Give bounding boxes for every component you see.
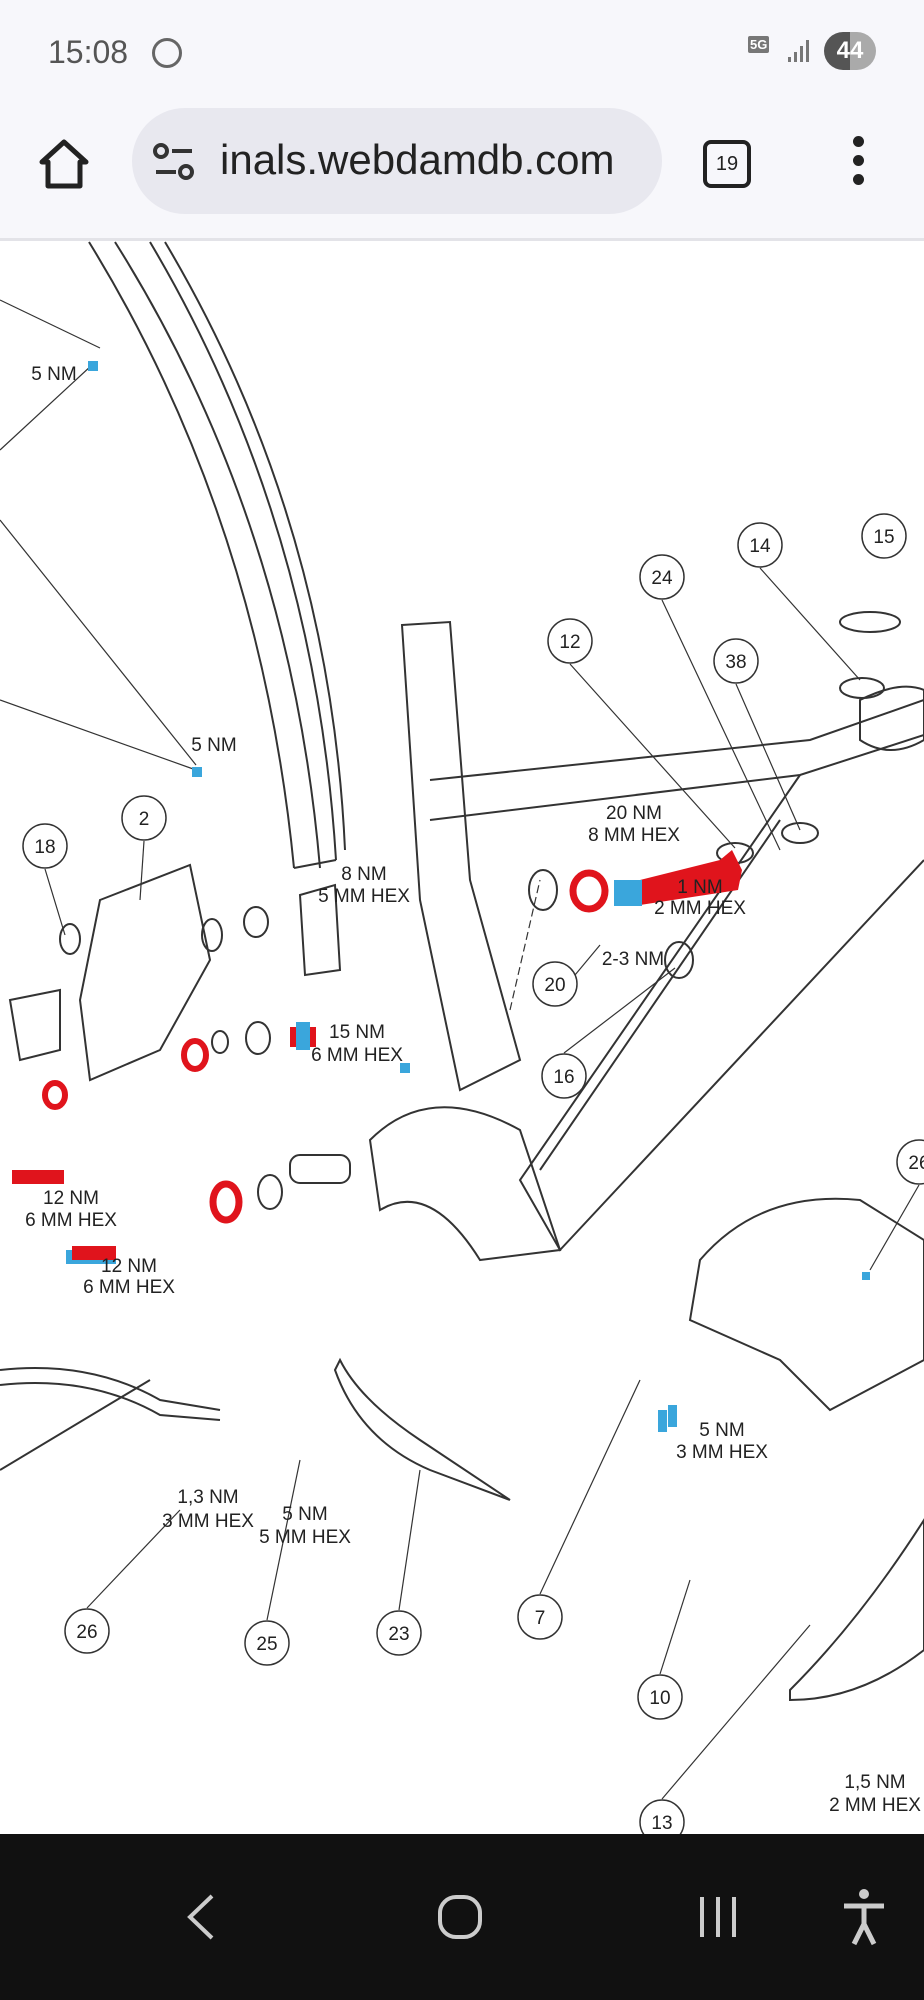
torque-label: 8 NM — [341, 864, 386, 885]
lower-cover — [789, 1518, 924, 1702]
torque-label: 1 NM — [677, 877, 722, 898]
torque-label: 1,3 NM — [177, 1487, 238, 1508]
recent-apps-button[interactable] — [678, 1882, 758, 1952]
chain-guard — [333, 1357, 511, 1501]
torque-label: 1,5 NM — [844, 1772, 905, 1793]
torque-label: 2 MM HEX — [654, 898, 746, 919]
callout-number: 23 — [388, 1624, 409, 1645]
browser-toolbar: inals.webdamdb.com 19 — [0, 100, 924, 241]
callout-number: 20 — [544, 975, 565, 996]
torque-label: 6 MM HEX — [83, 1277, 175, 1298]
home-button[interactable] — [36, 136, 92, 192]
callout-number: 12 — [559, 632, 580, 653]
address-bar[interactable]: inals.webdamdb.com — [132, 108, 662, 214]
tab-switcher-button[interactable]: 19 — [703, 140, 751, 188]
battery-indicator: 44 — [824, 32, 876, 70]
torque-label: 5 MM HEX — [259, 1527, 351, 1548]
torque-label: 3 MM HEX — [162, 1511, 254, 1532]
callout-number: 25 — [256, 1634, 277, 1655]
network-type-icon: 5G — [748, 36, 770, 53]
callout-number: 16 — [553, 1067, 574, 1088]
torque-label: 12 NM — [43, 1188, 99, 1209]
bike-frame-exploded-diagram: 5 NM 5 NM 8 NM 5 MM HEX 15 NM 6 MM HEX 1… — [0, 241, 924, 1845]
torque-label: 8 MM HEX — [588, 825, 680, 846]
callout-number: 7 — [535, 1608, 546, 1629]
torque-label: 3 MM HEX — [676, 1442, 768, 1463]
exploded-diagram-view[interactable]: 5 NM 5 NM 8 NM 5 MM HEX 15 NM 6 MM HEX 1… — [0, 241, 924, 1845]
back-button[interactable] — [162, 1882, 242, 1952]
red-washer — [569, 869, 609, 913]
status-time: 15:08 — [48, 34, 129, 70]
callout-number: 18 — [34, 837, 55, 858]
callout-number: 26 — [76, 1622, 97, 1643]
callout-number: 10 — [649, 1688, 670, 1709]
torque-bolts — [12, 361, 870, 1432]
torque-label: 20 NM — [606, 803, 662, 824]
callout-number: 14 — [749, 536, 771, 557]
fender-outline — [88, 241, 295, 869]
torque-label: 6 MM HEX — [25, 1210, 117, 1231]
system-navigation-bar — [0, 1834, 924, 2000]
rocker-link — [78, 863, 212, 1082]
accessibility-icon[interactable] — [824, 1882, 904, 1952]
url-text: inals.webdamdb.com — [220, 136, 615, 183]
torque-label: 2 MM HEX — [829, 1795, 921, 1816]
torque-label: 5 NM — [31, 364, 76, 385]
torque-label: 2-3 NM — [602, 949, 664, 970]
torque-label: 15 NM — [329, 1022, 385, 1043]
torque-label: 5 NM — [699, 1420, 744, 1441]
callout-number: 2 — [139, 809, 150, 830]
top-cap — [859, 685, 924, 751]
down-tube — [518, 774, 924, 1252]
callout-number: 15 — [873, 527, 894, 548]
status-bar: 15:08 5G 44 — [0, 0, 924, 100]
signal-icon — [788, 40, 809, 62]
torque-label: 6 MM HEX — [311, 1045, 403, 1066]
site-settings-icon[interactable] — [152, 142, 196, 182]
torque-label: 5 NM — [282, 1504, 327, 1525]
torque-label: 5 NM — [191, 735, 236, 756]
callout-number: 38 — [725, 652, 746, 673]
callout-number: 26 — [908, 1153, 924, 1174]
blue-thread-20nm — [614, 880, 642, 906]
seat-tube — [400, 620, 522, 1092]
torque-label: 12 NM — [101, 1256, 157, 1277]
torque-label: 5 MM HEX — [318, 886, 410, 907]
chainstay — [368, 1106, 562, 1262]
more-menu-button[interactable] — [846, 136, 870, 192]
callout-circles — [22, 513, 924, 1845]
motor-cover — [688, 1197, 924, 1412]
callout-number: 24 — [651, 568, 673, 589]
home-nav-button[interactable] — [420, 1882, 500, 1952]
red-bolt-12nm-a — [12, 1170, 64, 1184]
callout-number: 13 — [651, 1813, 672, 1834]
leader-lines — [0, 299, 920, 1800]
notification-circle-icon — [152, 38, 182, 68]
red-bolt-20nm — [640, 850, 742, 905]
